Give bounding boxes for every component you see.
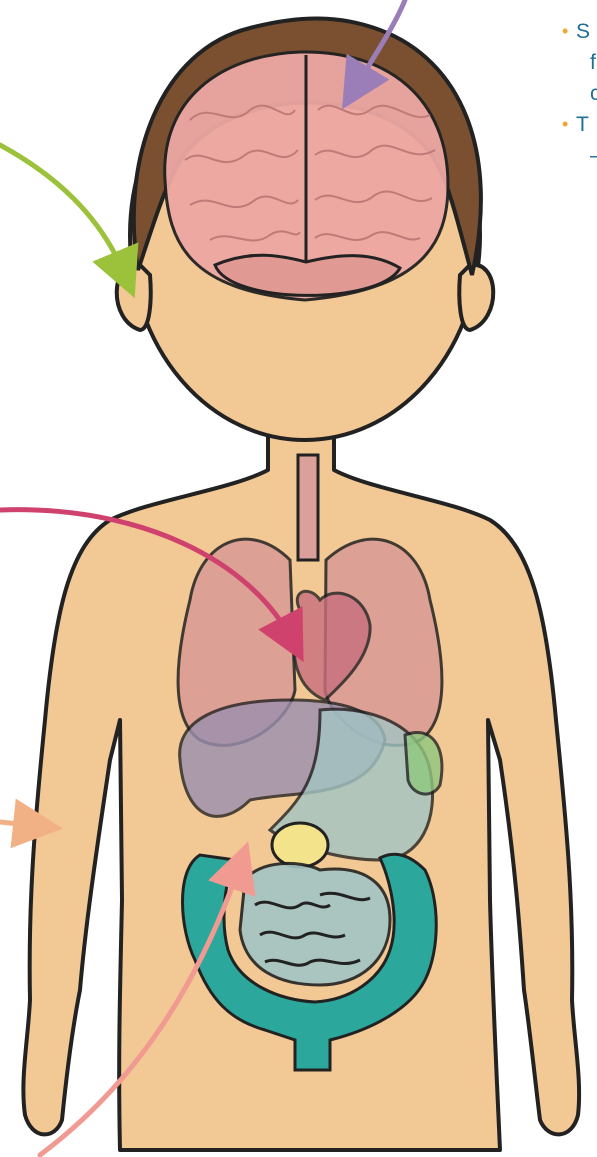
bullet-1-line-1: S	[576, 20, 590, 43]
brain-icon	[165, 52, 448, 300]
bullet-1-line-2: f	[590, 51, 596, 74]
bullet-item-1-cont: f	[566, 47, 597, 78]
left-ear	[117, 265, 151, 330]
bullet-2-line-1: T	[576, 113, 589, 136]
arrow-skin	[0, 822, 38, 826]
bullet-item-1-cont2: c	[566, 78, 597, 109]
spleen	[405, 732, 442, 794]
bullet-item-1: S	[566, 16, 597, 47]
arrow-ear	[0, 145, 125, 275]
bullet-item-2-cont: –	[566, 140, 597, 171]
bullet-2-line-2: –	[590, 144, 597, 167]
trachea	[298, 455, 318, 560]
bullet-item-2: T	[566, 109, 597, 140]
text-panel: S f c T –	[566, 16, 597, 171]
right-ear	[459, 265, 493, 330]
gallbladder	[272, 823, 328, 867]
bullet-1-line-3: c	[590, 82, 597, 105]
